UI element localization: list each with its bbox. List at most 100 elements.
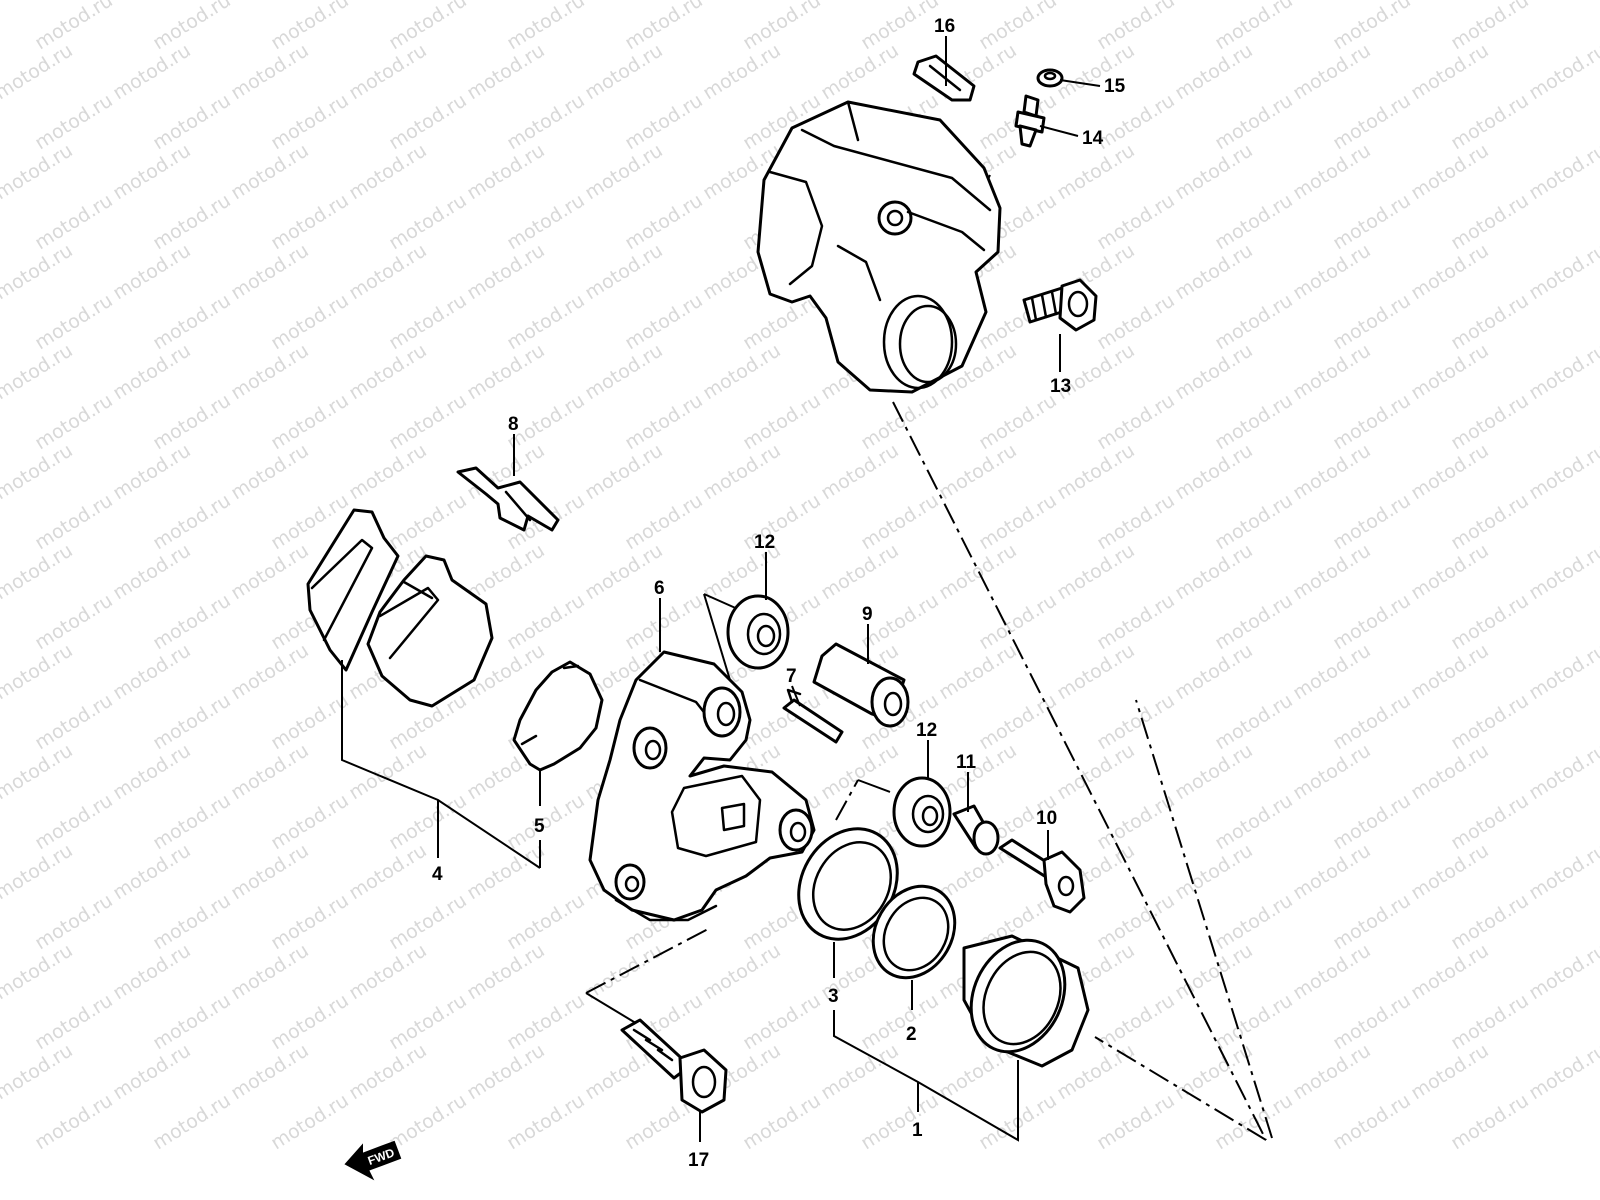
watermark-text: motod.ru: [149, 1089, 235, 1154]
watermark-text: motod.ru: [581, 39, 667, 104]
watermark-text: motod.ru: [267, 689, 353, 754]
watermark-text: motod.ru: [1329, 989, 1415, 1054]
watermark-text: motod.ru: [227, 0, 313, 4]
watermark-text: motod.ru: [31, 289, 117, 354]
watermark-text: motod.ru: [1211, 489, 1297, 554]
watermark-text: motod.ru: [621, 289, 707, 354]
callout-12-upper: 12: [754, 532, 775, 553]
watermark-text: motod.ru: [1329, 489, 1415, 554]
callout-10: 10: [1036, 808, 1057, 829]
watermark-text: motod.ru: [1525, 0, 1600, 4]
watermark-text: motod.ru: [739, 0, 825, 54]
watermark-text: motod.ru: [463, 539, 549, 604]
bushing-11: [952, 804, 1000, 856]
watermark-text: motod.ru: [1525, 1039, 1600, 1104]
watermark-text: motod.ru: [1407, 139, 1493, 204]
callout-5: 5: [534, 816, 545, 837]
sleeve-9: [812, 642, 910, 728]
watermark-text: motod.ru: [1289, 739, 1375, 804]
watermark-text: motod.ru: [1525, 939, 1600, 1004]
watermark-text: motod.ru: [1289, 239, 1375, 304]
watermark-text: motod.ru: [1171, 639, 1257, 704]
watermark-text: motod.ru: [31, 889, 117, 954]
watermark-text: motod.ru: [1211, 89, 1297, 154]
callout-16: 16: [934, 16, 955, 37]
watermark-text: motod.ru: [975, 589, 1061, 654]
watermark-text: motod.ru: [975, 0, 1061, 54]
watermark-text: motod.ru: [227, 39, 313, 104]
watermark-text: motod.ru: [935, 539, 1021, 604]
watermark-text: motod.ru: [699, 39, 785, 104]
watermark-text: motod.ru: [1171, 439, 1257, 504]
watermark-text: motod.ru: [463, 939, 549, 1004]
watermark-text: motod.ru: [1289, 1039, 1375, 1104]
watermark-text: motod.ru: [109, 839, 195, 904]
watermark-text: motod.ru: [935, 439, 1021, 504]
callout-14: 14: [1082, 128, 1104, 149]
watermark-text: motod.ru: [739, 1089, 825, 1154]
piston-seal-3: [797, 827, 899, 941]
watermark-text: motod.ru: [31, 789, 117, 854]
watermark-text: motod.ru: [1171, 539, 1257, 604]
watermark-text: motod.ru: [1447, 789, 1533, 854]
watermark-text: motod.ru: [463, 1039, 549, 1104]
watermark-text: motod.ru: [109, 639, 195, 704]
dust-boot-12-lower: [892, 776, 952, 848]
watermark-text: motod.ru: [581, 439, 667, 504]
watermark-text: motod.ru: [227, 939, 313, 1004]
watermark-text: motod.ru: [1171, 839, 1257, 904]
watermark-text: motod.ru: [817, 739, 903, 804]
watermark-text: motod.ru: [1289, 339, 1375, 404]
watermark-text: motod.ru: [739, 389, 825, 454]
watermark-text: motod.ru: [345, 939, 431, 1004]
watermark-text: motod.ru: [503, 189, 589, 254]
watermark-text: motod.ru: [1525, 739, 1600, 804]
watermark-text: motod.ru: [1289, 839, 1375, 904]
watermark-text: motod.ru: [1407, 639, 1493, 704]
watermark-text: motod.ru: [1053, 39, 1139, 104]
watermark-text: motod.ru: [699, 339, 785, 404]
watermark-text: motod.ru: [463, 39, 549, 104]
caliper-housing: [756, 100, 1002, 394]
watermark-text: motod.ru: [463, 0, 549, 4]
watermark-text: motod.ru: [1525, 839, 1600, 904]
watermark-text: motod.ru: [1289, 39, 1375, 104]
watermark-text: motod.ru: [503, 989, 589, 1054]
watermark-text: motod.ru: [1407, 1039, 1493, 1104]
watermark-text: motod.ru: [149, 589, 235, 654]
watermark-text: motod.ru: [149, 489, 235, 554]
watermark-text: motod.ru: [1211, 189, 1297, 254]
watermark-text: motod.ru: [385, 89, 471, 154]
watermark-text: motod.ru: [1407, 39, 1493, 104]
watermark-text: motod.ru: [1093, 189, 1179, 254]
watermark-text: motod.ru: [227, 1039, 313, 1104]
watermark-text: motod.ru: [1447, 389, 1533, 454]
watermark-text: motod.ru: [581, 0, 667, 4]
watermark-text: motod.ru: [385, 389, 471, 454]
watermark-text: motod.ru: [1289, 939, 1375, 1004]
watermark-text: motod.ru: [1329, 189, 1415, 254]
watermark-text: motod.ru: [1171, 0, 1257, 4]
callout-8: 8: [508, 414, 519, 435]
watermark-text: motod.ru: [581, 139, 667, 204]
watermark-text: motod.ru: [345, 139, 431, 204]
watermark-text: motod.ru: [975, 489, 1061, 554]
watermark-text: motod.ru: [1407, 439, 1493, 504]
watermark-text: motod.ru: [817, 39, 903, 104]
watermark-text: motod.ru: [1211, 989, 1297, 1054]
callout-7: 7: [786, 666, 797, 687]
watermark-text: motod.ru: [227, 139, 313, 204]
watermark-text: motod.ru: [975, 389, 1061, 454]
watermark-text: motod.ru: [385, 289, 471, 354]
watermark-text: motod.ru: [621, 489, 707, 554]
callout-3: 3: [828, 986, 839, 1007]
watermark-text: motod.ru: [1093, 689, 1179, 754]
watermark-text: motod.ru: [1525, 139, 1600, 204]
callout-12-lower: 12: [916, 720, 937, 741]
watermark-text: motod.ru: [149, 689, 235, 754]
watermark-text: motod.ru: [1211, 289, 1297, 354]
watermark-text: motod.ru: [463, 839, 549, 904]
watermark-text: motod.ru: [227, 739, 313, 804]
watermark-text: motod.ru: [1211, 789, 1297, 854]
watermark-text: motod.ru: [1093, 389, 1179, 454]
